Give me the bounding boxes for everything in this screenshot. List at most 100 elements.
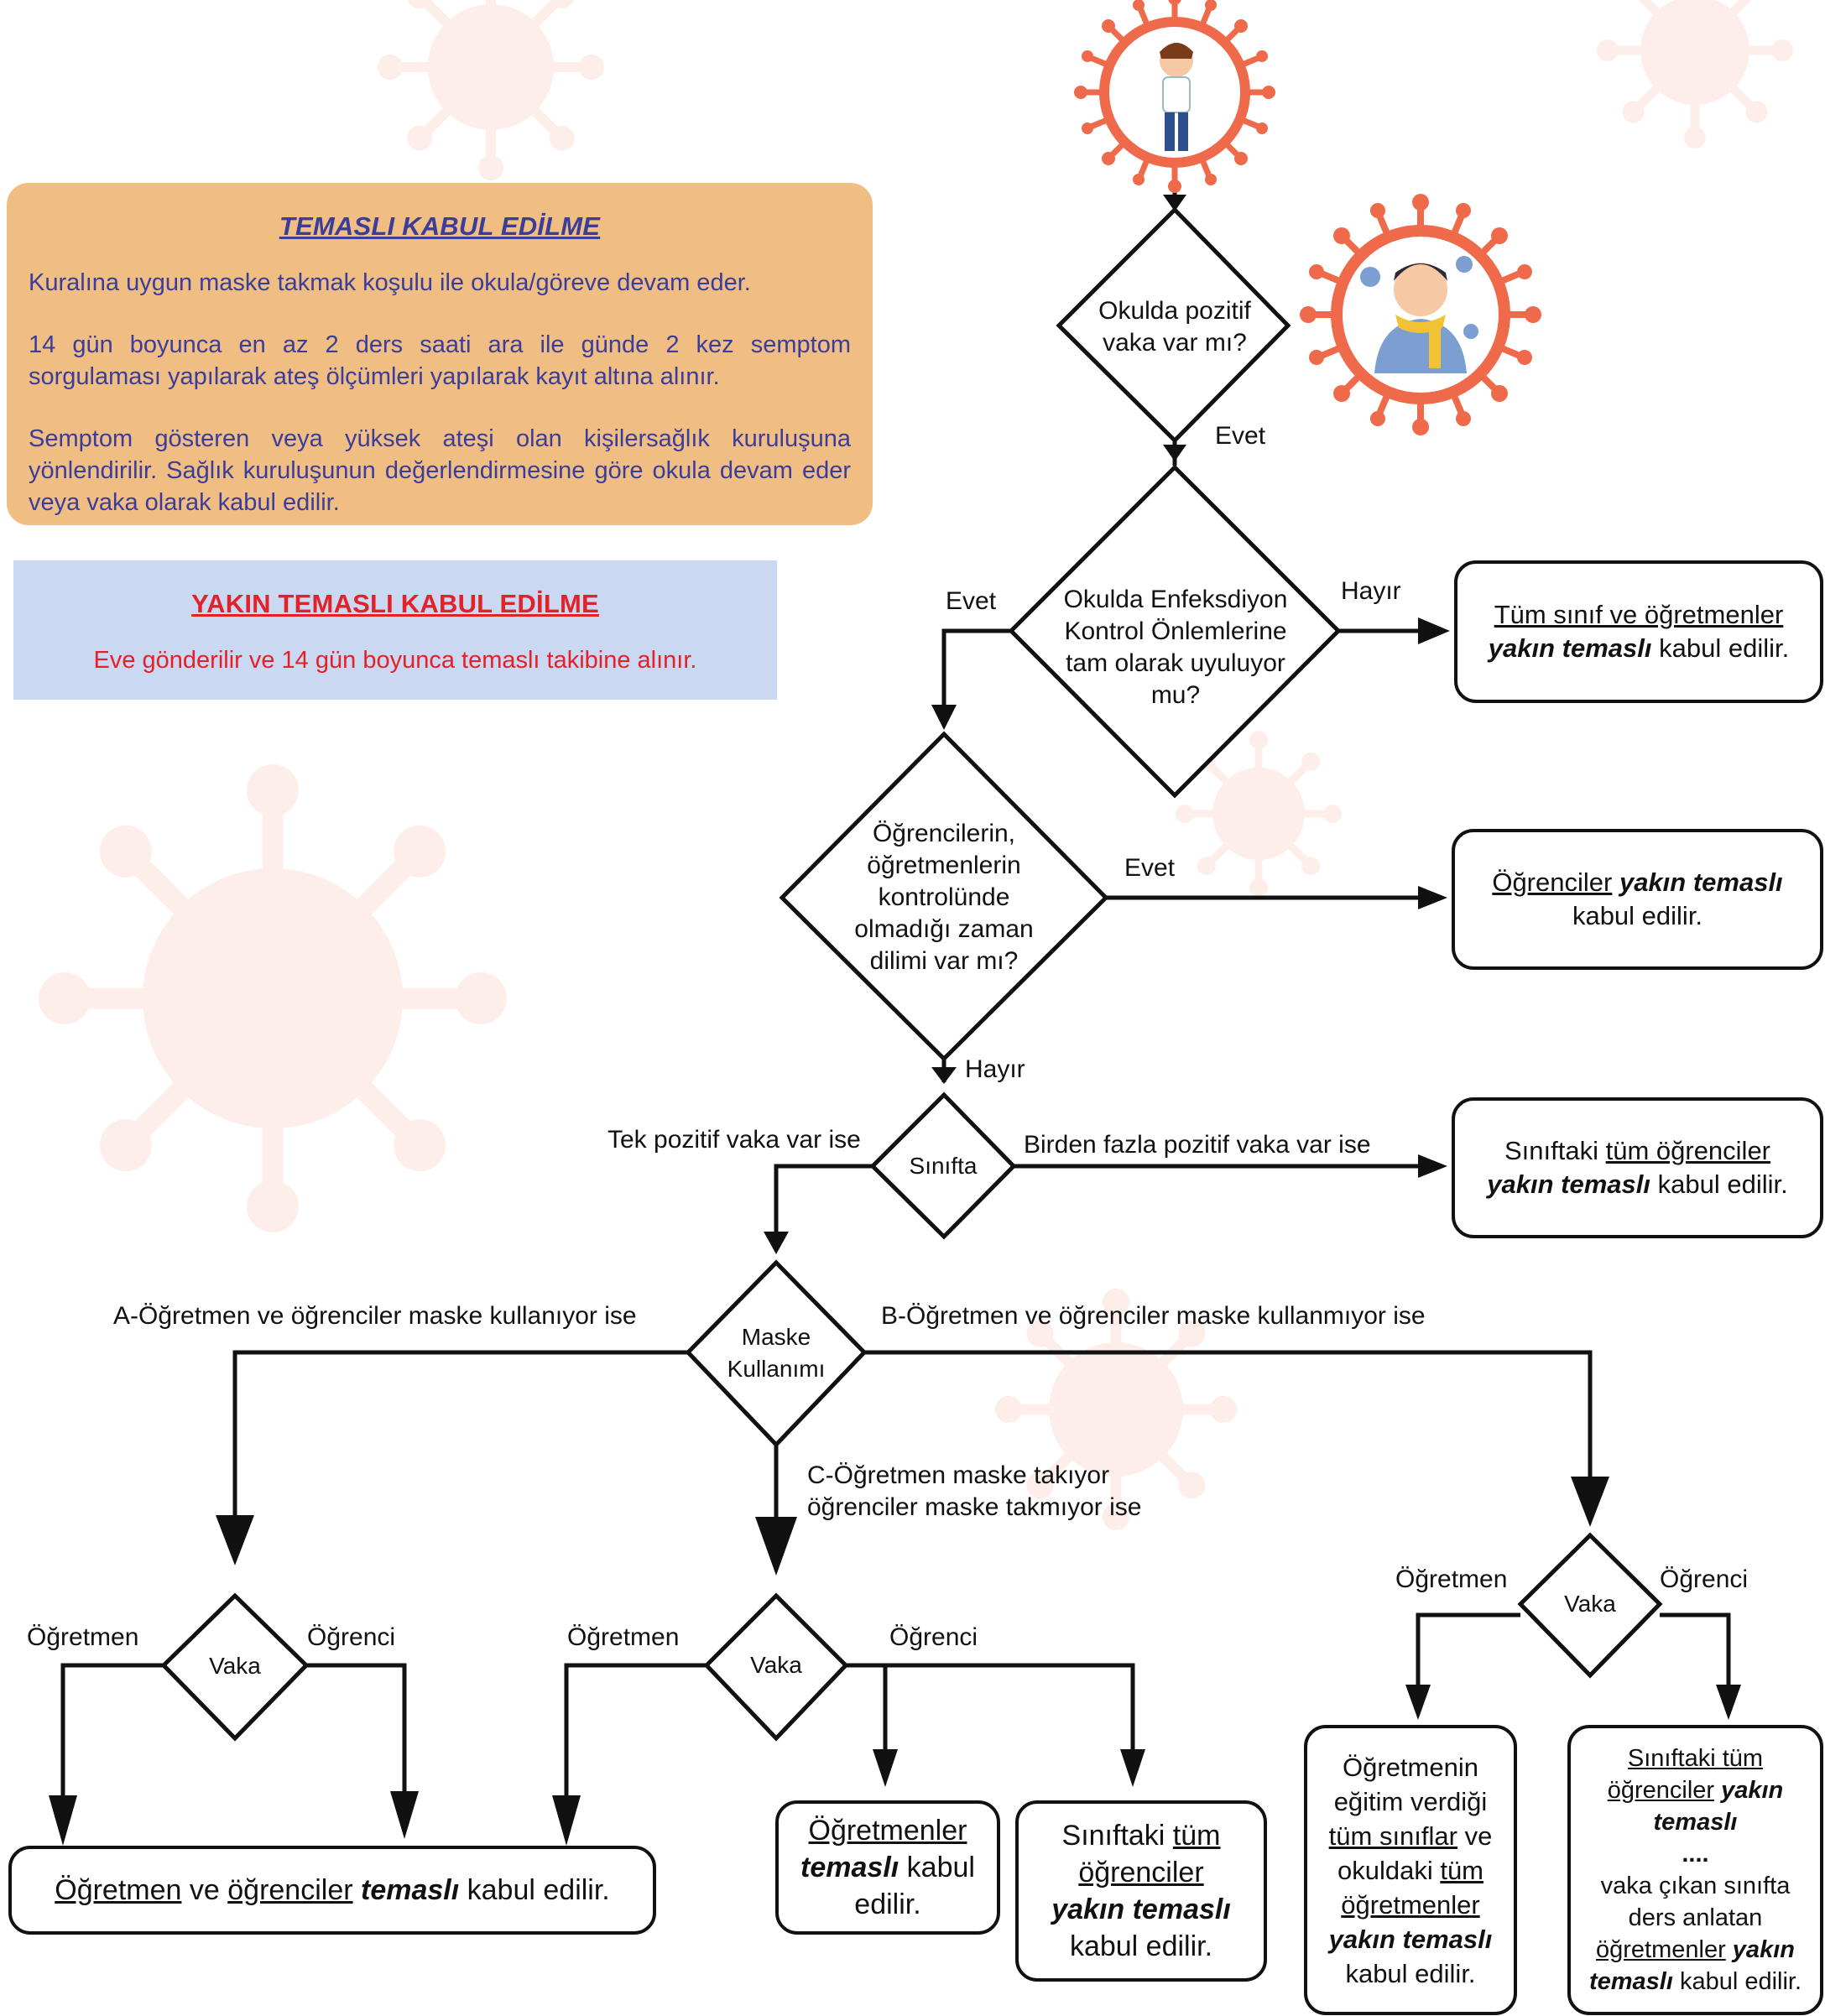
outcome-text: öğrenciler [1607, 1777, 1715, 1804]
outcome-text: ve [181, 1874, 228, 1906]
outcome-text: öğretmenler [1596, 1936, 1726, 1963]
outcome-text: Öğrenciler [1492, 867, 1613, 897]
diamond-case-b [1517, 1532, 1663, 1679]
arrowhead [1418, 1154, 1447, 1178]
outcome-text: kabul edilir. [1572, 901, 1703, 930]
arrowhead [931, 1067, 957, 1084]
decision-line: öğretmenlerin [867, 852, 1021, 879]
close-contact-info-panel: YAKIN TEMASLI KABUL EDİLME Eve gönderili… [13, 560, 777, 700]
outcome-text: vaka çıkan sınıfta [1600, 1873, 1791, 1899]
edge-label-student: Öğrenci [889, 1623, 978, 1651]
outcome-c-teachers: Öğretmenler temaslı kabul edilir. [775, 1800, 1000, 1935]
decision-line: dilimi var mı? [869, 947, 1019, 975]
outcome-a-result: Öğretmen ve öğrenciler temaslı kabul edi… [8, 1846, 656, 1935]
arrowhead [1418, 886, 1447, 909]
decision-line: tam olarak uyuluyor [1066, 649, 1285, 677]
outcome-b-student: Sınıftaki tüm öğrenciler yakın temaslı .… [1567, 1725, 1823, 2015]
decision-infection-control: Okulda Enfeksdiyon Kontrol Önlemlerine t… [1028, 584, 1323, 711]
outcome-text: kabul [899, 1852, 975, 1883]
outcome-text: okuldaki [1337, 1855, 1441, 1885]
outcome-students-close: Öğrenciler yakın temaslı kabul edilir. [1452, 829, 1823, 970]
decision-unsupervised-time: Öğrencilerin, öğretmenlerin kontrolünde … [806, 818, 1082, 977]
outcome-text [353, 1874, 361, 1906]
diamond-infection-control [1008, 464, 1342, 799]
outcome-text: kabul edilir. [459, 1874, 610, 1906]
arrowhead [216, 1515, 254, 1565]
edge-label-single-case: Tek pozitif vaka var ise [607, 1126, 861, 1154]
decision-positive-case: Okulda pozitif vaka var mı? [1059, 295, 1291, 359]
decision-line: Maske [741, 1324, 811, 1350]
outcome-text: temaslı [361, 1874, 460, 1906]
arrowhead [1716, 1685, 1741, 1720]
diamond-case-a [160, 1592, 310, 1742]
edge-label-student: Öğrenci [307, 1623, 396, 1651]
outcome-text: temaslı [800, 1852, 899, 1883]
contact-panel-paragraph: Kuralına uygun maske takmak koşulu ile o… [29, 269, 751, 296]
arrowhead [764, 1232, 789, 1254]
diamond-mask-usage [685, 1259, 868, 1448]
outcome-text: Sınıftaki tüm [1627, 1745, 1764, 1772]
decision-line: Kullanımı [727, 1356, 826, 1382]
close-contact-panel-text: Eve gönderilir ve 14 gün boyunca temaslı… [93, 647, 697, 674]
outcome-text: Öğretmenler [808, 1815, 967, 1847]
outcome-text: yakın [1714, 1777, 1784, 1804]
edge-label-option-c: C-Öğretmen maske takıyor [807, 1461, 1110, 1489]
arrowhead [1163, 195, 1186, 211]
outcome-text: eğitim verdiği [1333, 1786, 1488, 1816]
virus-child-icon [1074, 0, 1275, 193]
arrowhead [1418, 617, 1450, 644]
decision-case-b: Vaka [1564, 1591, 1616, 1617]
edge-label-student: Öğrenci [1660, 1565, 1749, 1593]
edge-label-yes: Evet [1124, 854, 1176, 882]
decision-case-a: Vaka [209, 1653, 261, 1679]
outcome-text: öğrenciler [1078, 1857, 1204, 1888]
diamond-classroom [869, 1091, 1017, 1240]
outcome-text [1612, 867, 1619, 897]
outcome-text: tüm [1440, 1855, 1484, 1885]
outcome-class-students-close: Sınıftaki tüm öğrenciler yakın temaslı k… [1452, 1097, 1823, 1238]
arrowhead [1405, 1685, 1431, 1720]
outcome-text: Sınıftaki [1504, 1136, 1606, 1165]
arrowhead [755, 1517, 797, 1576]
outcome-text: temaslı [1653, 1809, 1738, 1836]
contact-panel-paragraph: 14 gün boyunca en az 2 ders saati ara il… [29, 331, 851, 390]
edge-label-yes: Evet [946, 587, 997, 615]
outcome-b-teacher: Öğretmenin eğitim verdiği tüm sınıflar v… [1304, 1725, 1517, 2015]
outcome-text: .... [1682, 1841, 1709, 1868]
edge-label-yes: Evet [1215, 422, 1266, 450]
outcome-text: Tüm sınıf ve öğretmenler [1494, 600, 1784, 629]
outcome-text: öğretmenler [1341, 1889, 1480, 1920]
decision-line: Kontrol Önlemlerine [1064, 617, 1287, 645]
decision-line: Öğrencilerin, [872, 820, 1016, 847]
arrowhead [390, 1791, 419, 1839]
diamond-case-c [703, 1592, 849, 1742]
outcome-text: Sınıftaki [1061, 1820, 1173, 1852]
diamond-positive-case [1056, 206, 1291, 444]
arrowhead [873, 1749, 898, 1787]
decision-line: Okulda pozitif [1098, 297, 1251, 325]
edge-label-option-b: B-Öğretmen ve öğrenciler maske kullanmıy… [881, 1302, 1426, 1330]
contact-panel-title: TEMASLI KABUL EDİLME [279, 211, 601, 241]
outcome-text: yakın [1725, 1936, 1795, 1963]
outcome-text: yakın temaslı [1619, 867, 1783, 897]
contact-info-panel: TEMASLI KABUL EDİLME Kuralına uygun mask… [7, 183, 873, 525]
outcome-text: yakın temaslı [1328, 1924, 1493, 1954]
outcome-text: ve [1457, 1821, 1493, 1851]
outcome-c-students: Sınıftaki tüm öğrenciler yakın temaslı k… [1015, 1800, 1267, 1982]
outcome-text: kabul edilir. [1069, 1930, 1213, 1962]
decision-line: vaka var mı? [1103, 329, 1247, 357]
contact-panel-paragraph: Semptom gösteren veya yüksek ateşi olan … [29, 425, 851, 516]
outcome-text: yakın temaslı [1487, 1169, 1650, 1199]
outcome-all-class-teachers: Tüm sınıf ve öğretmenler yakın temaslı k… [1454, 560, 1823, 703]
outcome-text: kabul edilir. [1345, 1958, 1476, 1988]
virus-sick-person-icon [1300, 194, 1541, 435]
edge-label-option-c: öğrenciler maske takmıyor ise [807, 1493, 1142, 1521]
arrowhead [1163, 445, 1186, 461]
outcome-text: tüm öğrenciler [1605, 1136, 1771, 1165]
outcome-text: kabul edilir. [1651, 633, 1790, 663]
decision-mask-usage: Maske Kullanımı [696, 1321, 856, 1385]
outcome-text: Öğretmenin [1343, 1752, 1478, 1782]
outcome-text: ders anlatan [1628, 1904, 1763, 1931]
